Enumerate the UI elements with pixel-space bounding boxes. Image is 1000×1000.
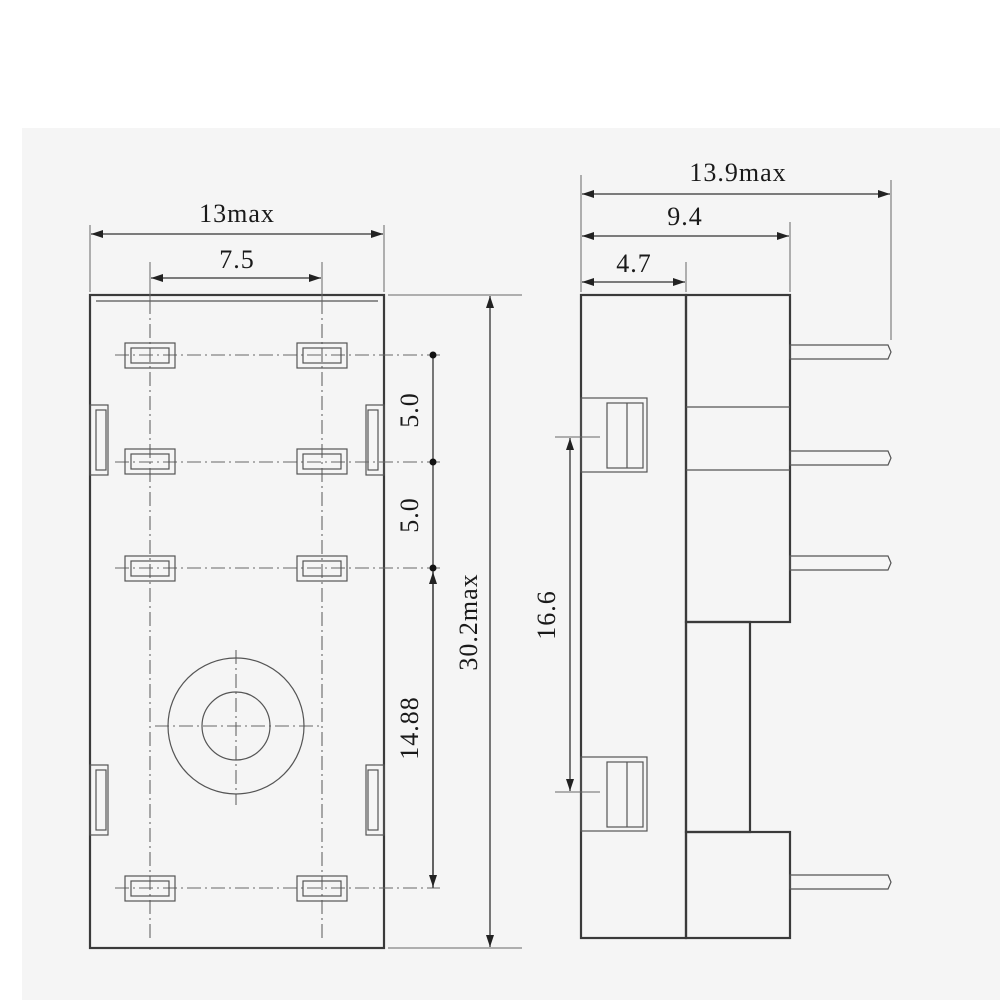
center-lines	[115, 300, 440, 940]
clip-span-dimension	[555, 436, 600, 793]
center-boss-outer	[167, 657, 305, 795]
row-pitch-dimensions	[429, 351, 437, 888]
contact-block-middle	[684, 620, 752, 834]
terminal-pins	[789, 344, 892, 890]
side-clips	[89, 404, 385, 836]
height-dimension	[388, 294, 522, 949]
width-label: 13max	[199, 199, 275, 228]
contact-block-upper	[684, 293, 792, 624]
overall-depth-label: 13.9max	[689, 158, 786, 187]
side-view: 13.9max 9.4 4.7 16.6	[532, 158, 892, 940]
pin-pads	[124, 342, 348, 902]
side-depth-dimensions	[580, 175, 892, 340]
row-pitch-2-label: 5.0	[395, 497, 424, 533]
front-width-dimensions	[89, 225, 385, 300]
side-body-outline	[579, 293, 688, 940]
drawing-background	[22, 128, 1000, 1000]
center-boss-inner	[201, 691, 271, 761]
pin-spacing-label: 7.5	[219, 245, 255, 274]
body-depth-label: 9.4	[667, 202, 703, 231]
clip-depth-label: 4.7	[616, 249, 652, 278]
socket-body-outline	[88, 293, 386, 950]
height-label: 30.2max	[454, 573, 483, 670]
side-view-clips	[580, 397, 648, 832]
clip-span-label: 16.6	[532, 590, 561, 640]
front-view: 13max 7.5 5.0 5.0 14.88 30.2max	[88, 199, 522, 950]
bottom-pitch-label: 14.88	[395, 696, 424, 760]
contact-block-lower	[684, 830, 792, 940]
row-pitch-1-label: 5.0	[395, 392, 424, 428]
